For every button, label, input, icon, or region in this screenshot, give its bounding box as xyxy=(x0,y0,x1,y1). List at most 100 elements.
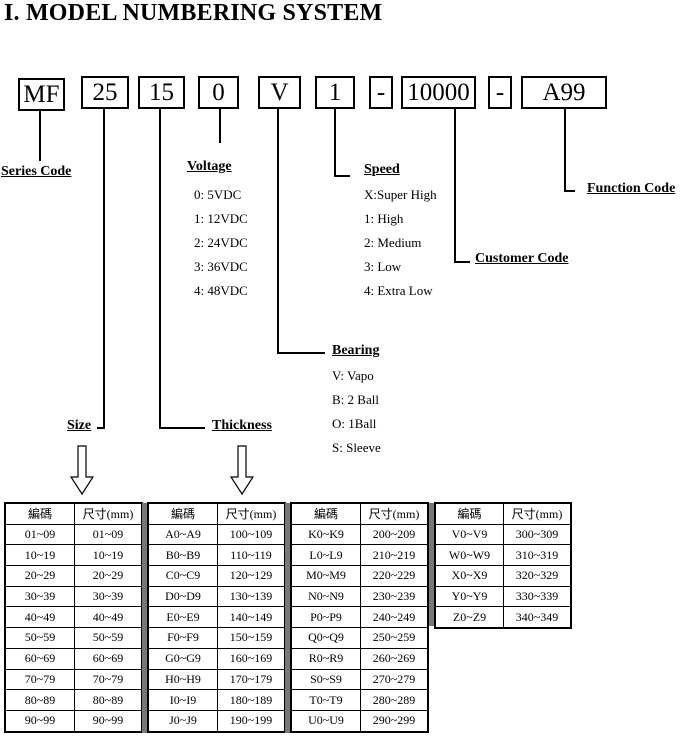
size-arrow-icon xyxy=(69,445,95,496)
page-title: I. MODEL NUMBERING SYSTEM xyxy=(4,0,383,26)
code-cell: L0~L9 xyxy=(291,544,361,567)
table-header-row: 編碼尺寸(mm) xyxy=(148,503,285,525)
size-mm-cell: 280~289 xyxy=(360,689,428,711)
speed-option: 2: Medium xyxy=(364,235,422,250)
size-mm-cell: 260~269 xyxy=(360,647,428,670)
size-mm-cell: 60~69 xyxy=(74,647,142,670)
speed-option: 1: High xyxy=(364,211,404,226)
code-cell: W0~W9 xyxy=(435,544,504,567)
code-cell: Q0~Q9 xyxy=(291,627,361,649)
dash-box-2: - xyxy=(488,76,512,109)
thickness-label: Thickness xyxy=(212,418,272,433)
bearing-option: V: Vapo xyxy=(332,368,374,383)
bearing-label: Bearing xyxy=(332,343,380,358)
code-cell: X0~X9 xyxy=(435,565,504,587)
series-code-label: Series Code xyxy=(1,164,72,179)
code-cell: N0~N9 xyxy=(291,585,361,608)
code-cell: A0~A9 xyxy=(148,523,218,546)
code-cell: U0~U9 xyxy=(291,709,361,732)
bearing-option: S: Sleeve xyxy=(332,440,381,455)
speed-option: 4: Extra Low xyxy=(364,283,433,298)
voltage-option: 0: 5VDC xyxy=(194,187,242,202)
code-cell: P0~P9 xyxy=(291,606,361,629)
voltage-option: 3: 36VDC xyxy=(194,259,248,274)
speed-code-box: 1 xyxy=(315,76,355,109)
table-separator xyxy=(429,503,434,626)
code-cell: G0~G9 xyxy=(148,647,218,670)
function-code-label: Function Code xyxy=(587,181,676,196)
speed-option: X:Super High xyxy=(364,187,437,202)
function-code-box: A99 xyxy=(521,76,607,109)
table-frame xyxy=(147,502,286,733)
column-header-mm: 尺寸(mm) xyxy=(360,503,428,525)
size-code-box: 25 xyxy=(81,76,129,109)
size-mm-cell: 300~309 xyxy=(503,523,571,546)
voltage-option: 4: 48VDC xyxy=(194,283,248,298)
table-frame xyxy=(4,502,143,733)
speed-label: Speed xyxy=(364,162,400,177)
dash-box-1: - xyxy=(369,76,393,109)
table-frame xyxy=(434,502,572,629)
thickness-code-box: 15 xyxy=(138,76,185,109)
code-cell: K0~K9 xyxy=(291,523,361,546)
voltage-code-box: 0 xyxy=(198,76,239,109)
table-header-row: 編碼尺寸(mm) xyxy=(291,503,428,525)
code-cell: C0~C9 xyxy=(148,565,218,587)
table-separator xyxy=(285,503,290,733)
size-mm-cell: 320~329 xyxy=(503,565,571,587)
size-mm-cell: 190~199 xyxy=(217,709,285,732)
code-cell: F0~F9 xyxy=(148,627,218,649)
code-cell: 20~29 xyxy=(5,565,75,587)
table-separator xyxy=(142,503,147,733)
size-mm-cell: 30~39 xyxy=(74,585,142,608)
bearing-option: B: 2 Ball xyxy=(332,392,379,407)
code-cell: D0~D9 xyxy=(148,585,218,608)
code-cell: I0~I9 xyxy=(148,689,218,711)
customer-code-label: Customer Code xyxy=(475,251,569,266)
down-arrows xyxy=(69,445,255,496)
voltage-option: 2: 24VDC xyxy=(194,235,248,250)
code-cell: 50~59 xyxy=(5,627,75,649)
size-label: Size xyxy=(67,418,92,433)
bearing-code-box: V xyxy=(258,76,301,109)
code-cell: S0~S9 xyxy=(291,668,361,691)
size-mm-cell: 220~229 xyxy=(360,565,428,587)
series-code-box: MF xyxy=(18,78,65,111)
code-cell: H0~H9 xyxy=(148,668,218,691)
size-mm-cell: 290~299 xyxy=(360,709,428,732)
customer-code-box: 10000 xyxy=(401,76,476,109)
size-mm-cell: 70~79 xyxy=(74,668,142,691)
size-mm-cell: 170~179 xyxy=(217,668,285,691)
column-header-mm: 尺寸(mm) xyxy=(217,503,285,525)
bearing-option: O: 1Ball xyxy=(332,416,377,431)
table-frame xyxy=(290,502,429,733)
